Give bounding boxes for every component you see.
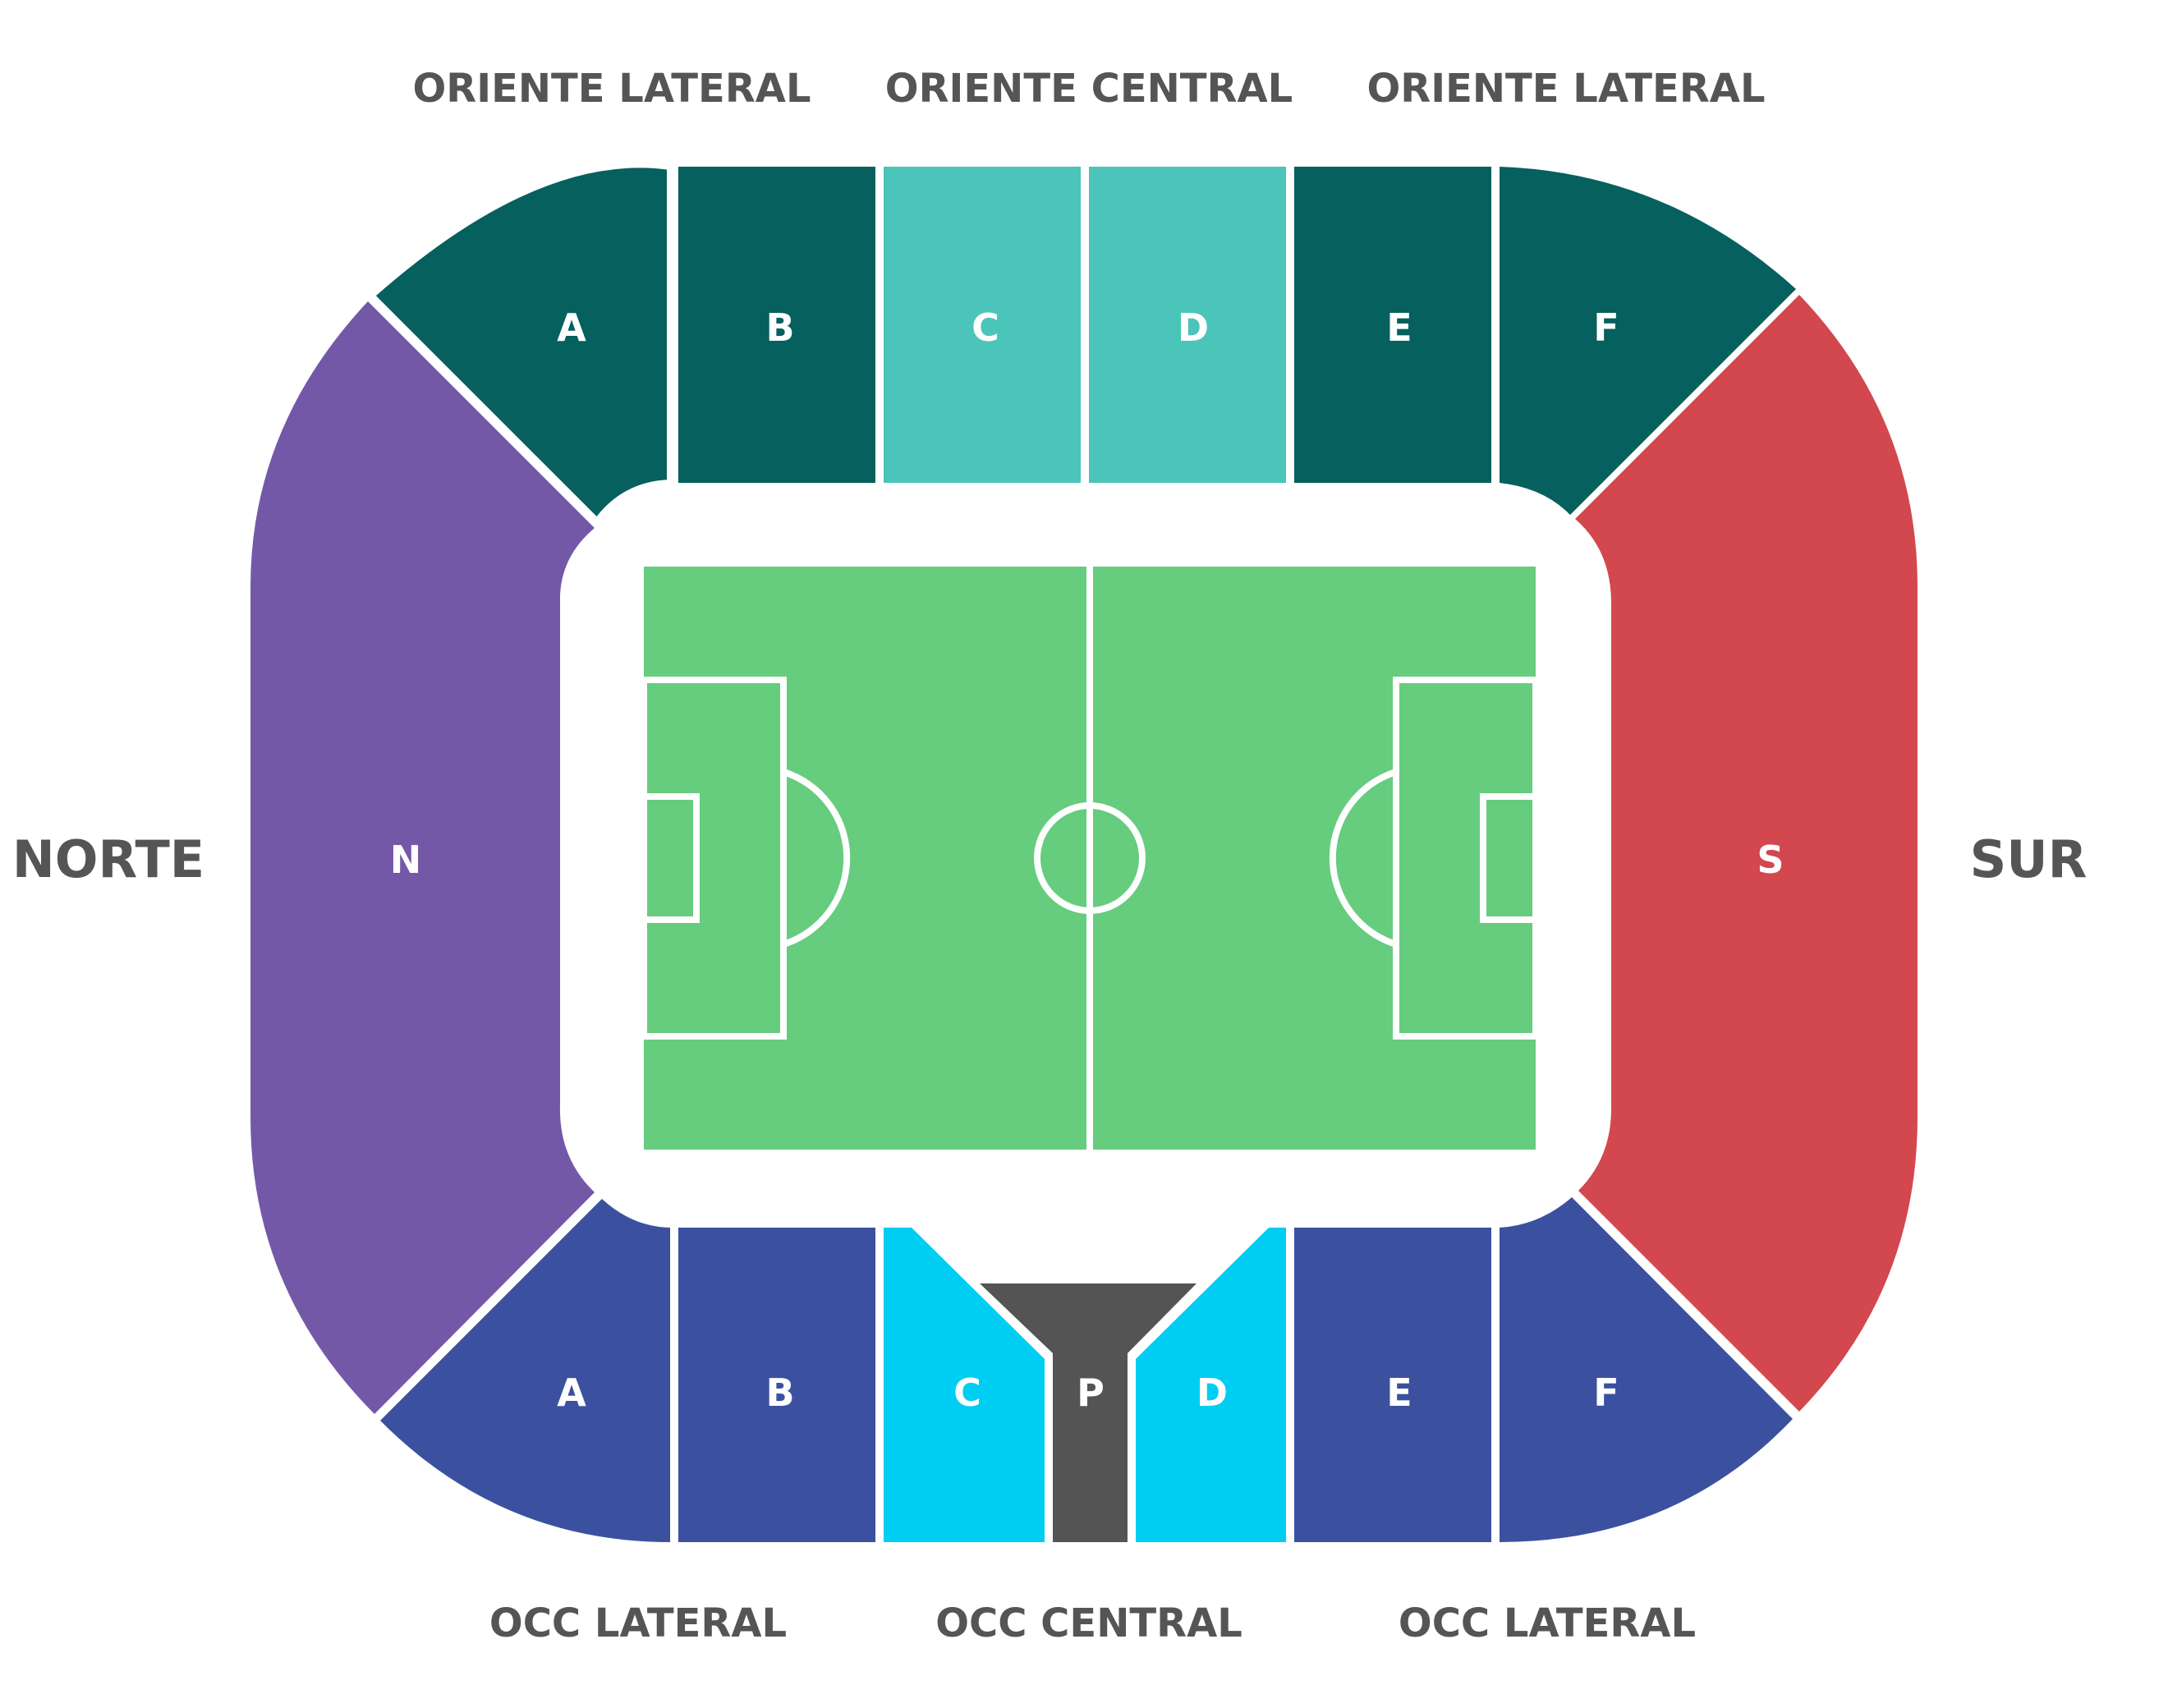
occidente-section-labels: A B C P D E F bbox=[557, 1371, 1619, 1415]
occ-section-a[interactable] bbox=[380, 1199, 670, 1542]
label-occ-f: F bbox=[1593, 1371, 1619, 1415]
right-goal-area bbox=[1480, 793, 1539, 923]
label-oriente-d: D bbox=[1178, 305, 1209, 350]
label-occ-e: E bbox=[1386, 1371, 1412, 1415]
label-oriente-b: B bbox=[765, 305, 794, 350]
palco-section-p[interactable] bbox=[980, 1283, 1197, 1542]
occ-section-b[interactable] bbox=[678, 1228, 875, 1542]
title-occ-lateral-left: OCC LATERAL bbox=[489, 1600, 787, 1646]
oriente-section-labels: A B C D E F bbox=[557, 305, 1619, 350]
stand-titles: ORIENTE LATERAL ORIENTE CENTRAL ORIENTE … bbox=[12, 66, 2087, 1646]
occ-section-f[interactable] bbox=[1500, 1197, 1793, 1542]
norte-section-n[interactable] bbox=[250, 301, 595, 1414]
oriente-stand bbox=[366, 161, 1796, 527]
occidente-stand bbox=[380, 1197, 1793, 1542]
occ-section-e[interactable] bbox=[1294, 1228, 1491, 1542]
title-oriente-central: ORIENTE CENTRAL bbox=[885, 66, 1293, 112]
label-oriente-a: A bbox=[557, 305, 586, 350]
label-norte-n: N bbox=[390, 838, 422, 882]
title-sur: SUR bbox=[1970, 829, 2088, 889]
oriente-section-b[interactable] bbox=[678, 167, 875, 483]
label-oriente-c: C bbox=[971, 305, 999, 350]
occ-section-d[interactable] bbox=[1136, 1228, 1286, 1542]
label-oriente-e: E bbox=[1386, 305, 1412, 350]
oriente-section-d[interactable] bbox=[1089, 167, 1286, 483]
title-oriente-lateral-right: ORIENTE LATERAL bbox=[1366, 66, 1765, 112]
sur-section-s[interactable] bbox=[1575, 295, 1918, 1412]
occ-section-c[interactable] bbox=[884, 1228, 1045, 1542]
title-occ-central: OCC CENTRAL bbox=[935, 1600, 1242, 1646]
left-penalty-arc bbox=[782, 769, 851, 948]
oriente-section-e[interactable] bbox=[1294, 167, 1491, 483]
title-norte: NORTE bbox=[12, 829, 204, 889]
title-occ-lateral-right: OCC LATERAL bbox=[1399, 1600, 1696, 1646]
label-oriente-f: F bbox=[1593, 305, 1619, 350]
oriente-section-f[interactable] bbox=[1500, 167, 1796, 515]
label-palco-p: P bbox=[1077, 1371, 1105, 1415]
label-occ-b: B bbox=[765, 1371, 794, 1415]
label-occ-a: A bbox=[557, 1371, 586, 1415]
label-sur-s: S bbox=[1757, 838, 1784, 882]
title-oriente-lateral-left: ORIENTE LATERAL bbox=[412, 66, 811, 112]
label-occ-c: C bbox=[953, 1371, 981, 1415]
oriente-section-a[interactable] bbox=[366, 161, 673, 527]
left-goal-area bbox=[641, 793, 700, 923]
label-occ-d: D bbox=[1197, 1371, 1228, 1415]
right-penalty-arc bbox=[1329, 769, 1398, 948]
oriente-section-c[interactable] bbox=[884, 167, 1081, 483]
football-pitch bbox=[641, 567, 1539, 1150]
center-circle bbox=[1034, 802, 1146, 914]
